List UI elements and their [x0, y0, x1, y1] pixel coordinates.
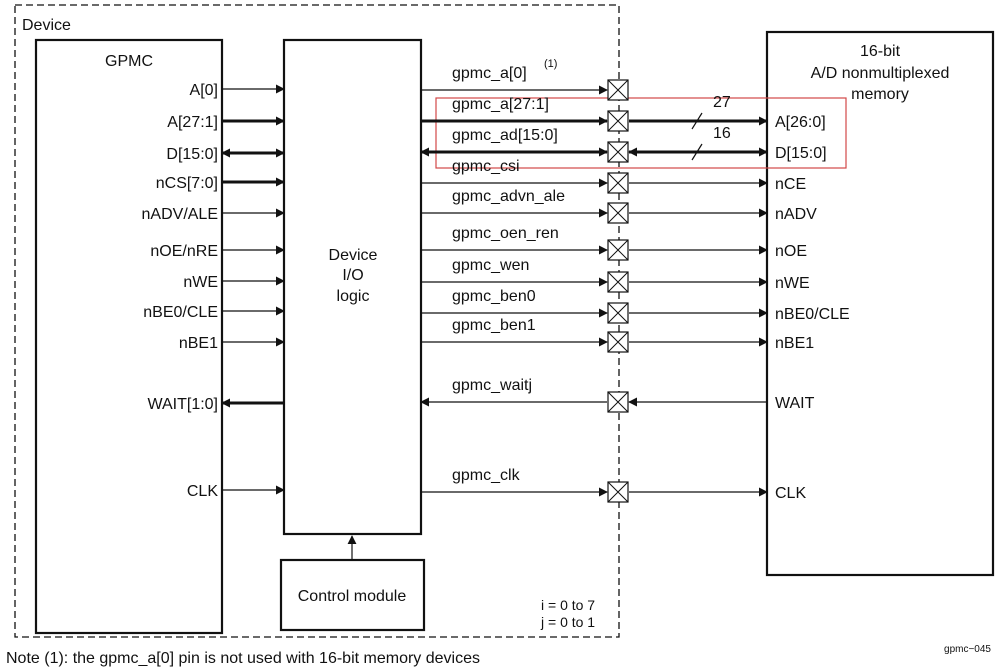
gpmc-pin-a-0: A[0]	[190, 82, 218, 99]
control-module-label: Control module	[298, 588, 407, 605]
gpmc-pin-a-27-1: A[27:1]	[167, 114, 218, 131]
buffer-x-icon	[607, 391, 629, 413]
buffer-x-icon	[607, 202, 629, 224]
bus-highlight-box	[435, 97, 847, 169]
signal-label-gpmc-csi: gpmc_csi	[452, 158, 520, 175]
signal-label-gpmc-a-27-1: gpmc_a[27:1]	[452, 96, 549, 113]
buffer-x-icon	[607, 271, 629, 293]
buffer-x-icon	[607, 239, 629, 261]
memory-pin-nwe: nWE	[775, 275, 810, 292]
bus-width-slash	[691, 112, 703, 130]
memory-block	[765, 30, 995, 577]
bus-width-slash	[691, 143, 703, 161]
buffer-x-icon	[607, 172, 629, 194]
gpmc-pin-nwe: nWE	[183, 274, 218, 291]
index-note-j: j = 0 to 1	[540, 614, 595, 630]
io-logic-line-3: logic	[337, 288, 370, 305]
signal-label-gpmc-a-0: gpmc_a[0]	[452, 65, 527, 82]
gpmc-pin-ncs-7-0: nCS[7:0]	[156, 175, 218, 192]
signal-label-gpmc-ben0: gpmc_ben0	[452, 288, 536, 305]
gpmc-pin-nbe1: nBE1	[179, 335, 218, 352]
buffer-x-icon	[607, 110, 629, 132]
signal-label-gpmc-clk: gpmc_clk	[452, 467, 521, 484]
gpmc-pin-group: A[0] A[27:1] D[15:0] nCS[7:0] nADV/ALE nOE/nR…	[142, 82, 285, 500]
memory-pin-clk: CLK	[775, 485, 806, 502]
gpmc-pin-noe-nre: nOE/nRE	[150, 243, 218, 260]
gpmc-pin-d-15-0: D[15:0]	[166, 146, 218, 163]
memory-pin-wait: WAIT	[775, 395, 815, 412]
memory-pin-nce: nCE	[775, 176, 806, 193]
signal-label-gpmc-advn-ale: gpmc_advn_ale	[452, 188, 565, 205]
buffer-x-icon	[607, 331, 629, 353]
buffer-x-icon	[607, 481, 629, 503]
buffer-x-icon	[607, 302, 629, 324]
memory-pin-nbe0-cle: nBE0/CLE	[775, 306, 850, 323]
signal-note-marker: (1)	[544, 58, 557, 70]
bus-width-label: 16	[713, 125, 731, 142]
gpmc-pin-clk: CLK	[187, 483, 218, 500]
memory-pin-nadv: nADV	[775, 206, 817, 223]
io-logic-line-2: I/O	[342, 267, 363, 284]
memory-pin-d-15-0: D[15:0]	[775, 145, 827, 162]
buffer-x-icon	[607, 141, 629, 163]
gpmc-label: GPMC	[105, 53, 153, 70]
signal-label-gpmc-oen-ren: gpmc_oen_ren	[452, 225, 559, 242]
device-label: Device	[22, 17, 71, 34]
gpmc-pin-nbe0-cle: nBE0/CLE	[143, 304, 218, 321]
gpmc-pin-nadv-ale: nADV/ALE	[142, 206, 218, 223]
bus-width-label: 27	[713, 94, 731, 111]
io-logic-line-1: Device	[329, 247, 378, 264]
control-module-block	[279, 558, 426, 632]
gpmc-block	[34, 38, 224, 635]
device-io-logic-block	[282, 38, 423, 536]
buffer-x-icon	[607, 79, 629, 101]
gpmc-pin-wait-1-0: WAIT[1:0]	[147, 396, 218, 413]
signal-label-gpmc-waitj: gpmc_waitj	[452, 377, 532, 394]
memory-label-line-3: memory	[851, 86, 909, 103]
memory-pin-a-26-0: A[26:0]	[775, 114, 826, 131]
signal-label-gpmc-wen: gpmc_wen	[452, 257, 529, 274]
memory-label-line-1: 16-bit	[860, 43, 901, 60]
index-note-i: i = 0 to 7	[541, 597, 595, 613]
figure-id: gpmc−045	[944, 644, 991, 655]
memory-pin-nbe1: nBE1	[775, 335, 814, 352]
footnote: Note (1): the gpmc_a[0] pin is not used …	[6, 650, 480, 667]
memory-pin-noe: nOE	[775, 243, 807, 260]
signal-label-gpmc-ben1: gpmc_ben1	[452, 317, 536, 334]
memory-label-line-2: A/D nonmultiplexed	[811, 65, 950, 82]
signal-group: gpmc_a[0] (1) gpmc_a[27:1] A[26:0] 27 gpmc_ad…	[420, 58, 850, 503]
signal-label-gpmc-ad-15-0: gpmc_ad[15:0]	[452, 127, 558, 144]
